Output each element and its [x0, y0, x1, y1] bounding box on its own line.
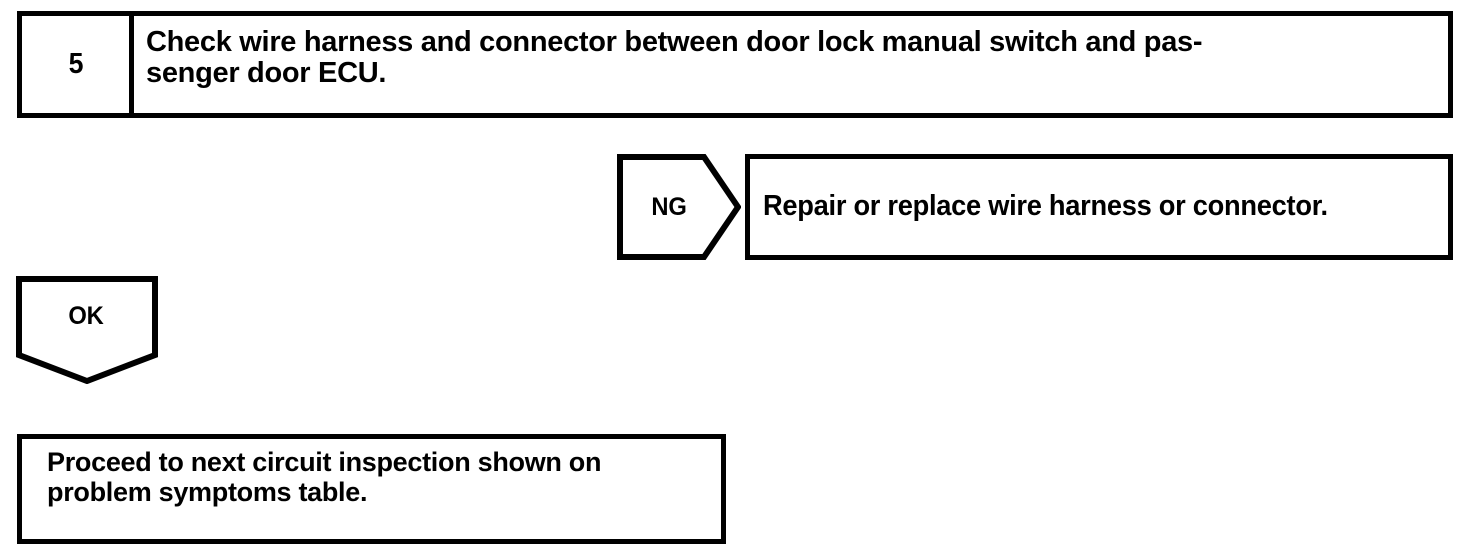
step-instruction-text: Check wire harness and connector between…	[146, 26, 1203, 90]
ok-arrow-down-icon	[16, 276, 158, 384]
ng-arrow-right-icon	[617, 154, 741, 260]
repair-result-text: Repair or replace wire harness or connec…	[763, 190, 1328, 223]
proceed-result-box: Proceed to next circuit inspection shown…	[17, 434, 726, 544]
step-box: 5 Check wire harness and connector betwe…	[17, 11, 1453, 118]
ok-branch-label: OK	[68, 301, 104, 330]
step-number: 5	[68, 48, 83, 80]
proceed-result-text: Proceed to next circuit inspection shown…	[47, 447, 602, 507]
repair-result-box: Repair or replace wire harness or connec…	[745, 154, 1453, 260]
step-instruction-cell: Check wire harness and connector between…	[134, 16, 1448, 113]
step-number-cell: 5	[22, 16, 134, 113]
ng-branch-label: NG	[651, 192, 687, 221]
